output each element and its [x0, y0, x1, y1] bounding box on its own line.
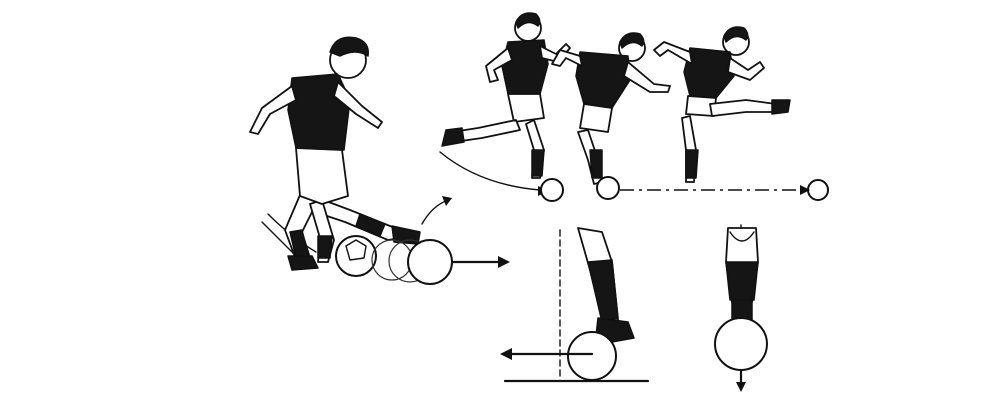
standing-sock [317, 235, 333, 259]
soccer-ball [335, 235, 377, 277]
boot [771, 99, 791, 115]
force-direction-arrowhead [500, 348, 512, 360]
sequence-frame-3 [653, 26, 829, 201]
back-boot [287, 255, 319, 271]
striking-player-figure [249, 36, 510, 285]
arm [485, 47, 513, 83]
kicking-sock [355, 213, 386, 237]
sock [587, 259, 619, 323]
front-view-detail [714, 224, 768, 392]
kick-sequence [439, 12, 829, 202]
sock [531, 149, 545, 177]
ball-panel [345, 239, 367, 261]
shorts [507, 93, 545, 123]
sequence-frame-2 [551, 32, 671, 200]
follow-through-arrowhead [442, 196, 452, 206]
back-sock [289, 229, 309, 259]
ball-direction-arrowhead [498, 256, 510, 268]
sock [685, 149, 699, 179]
arm [551, 49, 583, 67]
soccer-ball [567, 331, 617, 381]
jersey [575, 51, 631, 109]
arm [653, 41, 693, 65]
hair [329, 36, 369, 57]
ball-motion-trail [371, 239, 413, 281]
kicking-leg [709, 99, 777, 117]
jersey [683, 47, 735, 99]
sock [589, 149, 603, 179]
run-up-path [439, 151, 541, 191]
arm [539, 43, 571, 63]
soccer-ball [807, 179, 829, 201]
boot [441, 127, 465, 147]
hair [515, 12, 541, 29]
right-arm [333, 81, 383, 129]
ball-after-kick [407, 239, 453, 285]
follow-through-arrow [421, 199, 449, 225]
ball-trajectory-arrowhead [800, 185, 810, 195]
arm [623, 61, 671, 93]
sequence-frame-1 [441, 12, 571, 202]
soccer-ball [596, 176, 620, 200]
hair [723, 26, 749, 43]
shorts [295, 147, 349, 205]
shorts [579, 103, 613, 133]
hair [619, 32, 645, 49]
soccer-ball [714, 317, 768, 371]
left-arm [249, 85, 297, 135]
sock [725, 261, 759, 301]
arm [727, 57, 765, 81]
side-view-detail [500, 227, 650, 383]
knee-outline [729, 231, 755, 242]
downward-arrowhead [736, 382, 746, 392]
soccer-ball [540, 178, 564, 202]
